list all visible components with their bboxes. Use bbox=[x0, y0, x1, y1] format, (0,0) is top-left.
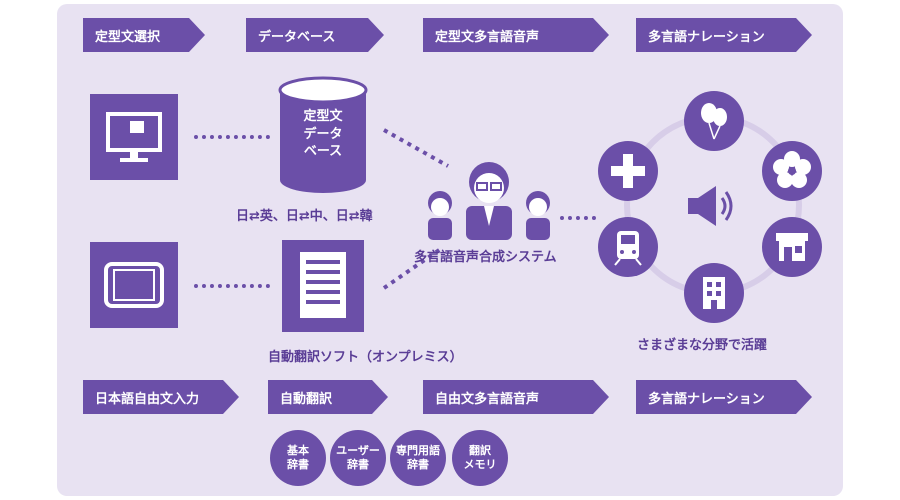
connector-lines bbox=[382, 128, 449, 290]
dictionary-terminology: 専門用語 辞書 bbox=[390, 430, 446, 486]
dictionary-terminology-line2: 辞書 bbox=[407, 458, 429, 471]
connector-system-scenes bbox=[560, 216, 596, 220]
flower-icon bbox=[762, 141, 822, 201]
document-icon bbox=[282, 240, 364, 332]
tablet-icon bbox=[90, 242, 178, 328]
dictionary-basic-line1: 基本 bbox=[287, 444, 309, 458]
dictionary-user: ユーザー 辞書 bbox=[330, 430, 386, 486]
synthesis-system-label: 多言語音声合成システム bbox=[414, 250, 557, 265]
top-step-3: 定型文多言語音声 bbox=[423, 18, 609, 52]
database-icon: 定型文 データ ベース bbox=[278, 76, 368, 196]
balloons-icon bbox=[684, 91, 744, 151]
connector-monitor-db bbox=[194, 135, 270, 139]
plus-cross-icon bbox=[598, 141, 658, 201]
top-step-2: データベース bbox=[246, 18, 384, 52]
people-icon bbox=[428, 162, 550, 240]
translation-pairs-label: 日⇄英、日⇄中、日⇄韓 bbox=[236, 209, 373, 224]
translation-software-label: 自動翻訳ソフト（オンプレミス） bbox=[268, 350, 463, 365]
database-label-1: 定型文 bbox=[303, 109, 343, 124]
dictionary-user-line1: ユーザー bbox=[336, 444, 380, 458]
database-label-2: データ bbox=[303, 126, 343, 142]
translation-memory-line2: メモリ bbox=[463, 458, 497, 471]
speaker-icon bbox=[688, 186, 733, 226]
diagram-panel bbox=[57, 4, 843, 496]
bottom-step-4: 多言語ナレーション bbox=[636, 380, 812, 414]
bottom-step-3: 自由文多言語音声 bbox=[423, 380, 609, 414]
connector-tablet-doc bbox=[194, 284, 270, 288]
top-step-1: 定型文選択 bbox=[83, 18, 205, 52]
train-icon bbox=[598, 217, 658, 277]
dictionary-user-line2: 辞書 bbox=[347, 458, 369, 471]
monitor-icon bbox=[90, 94, 178, 180]
building-icon bbox=[684, 263, 744, 323]
scenes-caption: さまざまな分野で活躍 bbox=[637, 338, 768, 353]
translation-memory-line1: 翻訳 bbox=[469, 444, 491, 458]
dictionary-basic-line2: 辞書 bbox=[287, 458, 309, 471]
bottom-step-1: 日本語自由文入力 bbox=[83, 380, 239, 414]
bottom-step-2: 自動翻訳 bbox=[268, 380, 388, 414]
shop-icon bbox=[762, 217, 822, 277]
translation-memory: 翻訳 メモリ bbox=[452, 430, 508, 486]
top-step-4: 多言語ナレーション bbox=[636, 18, 812, 52]
dictionary-basic: 基本 辞書 bbox=[270, 430, 326, 486]
dictionary-terminology-line1: 専門用語 bbox=[396, 444, 440, 458]
database-label-3: ベース bbox=[303, 144, 343, 160]
